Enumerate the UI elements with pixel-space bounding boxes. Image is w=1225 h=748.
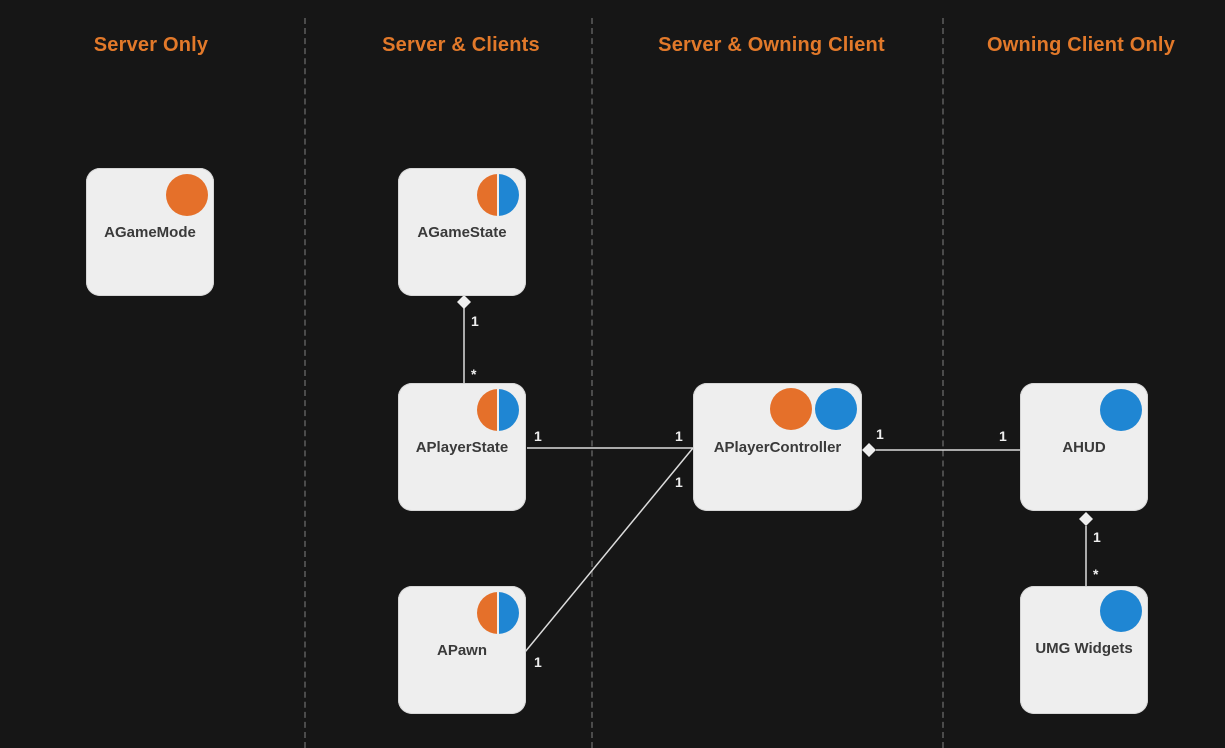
node-label: AGameMode — [104, 224, 196, 241]
node-label: UMG Widgets — [1035, 640, 1133, 657]
client-replication-dot — [1100, 389, 1142, 431]
node-label: APawn — [436, 642, 487, 659]
multiplicity-label: 1 — [999, 428, 1007, 444]
client-replication-dot — [815, 388, 857, 430]
aggregation-diamond — [457, 295, 471, 309]
node-aplayerstate: APlayerState — [398, 383, 526, 511]
node-aplayercontroller: APlayerController — [693, 383, 862, 511]
server-client-replication-dot — [477, 592, 519, 634]
node-label: APlayerState — [415, 439, 509, 456]
multiplicity-label: * — [471, 366, 477, 382]
connector-pawn-controller — [524, 447, 694, 653]
multiplicity-label: 1 — [471, 313, 479, 329]
column-divider — [304, 18, 306, 748]
multiplicity-label: 1 — [534, 428, 542, 444]
column-divider — [591, 18, 593, 748]
node-agamestate: AGameState — [398, 168, 526, 296]
server-replication-dot — [770, 388, 812, 430]
multiplicity-label: 1 — [675, 474, 683, 490]
aggregation-diamond — [862, 443, 876, 457]
client-replication-dot — [1100, 590, 1142, 632]
server-client-replication-dot — [477, 389, 519, 431]
multiplicity-label: 1 — [1093, 529, 1101, 545]
server-replication-dot — [166, 174, 208, 216]
multiplicity-label: * — [1093, 566, 1099, 582]
column-title-server-and-owning-client: Server & Owning Client — [658, 34, 885, 56]
node-umg-widgets: UMG Widgets — [1020, 586, 1148, 714]
node-label: APlayerController — [713, 439, 842, 456]
multiplicity-label: 1 — [876, 426, 884, 442]
multiplicity-label: 1 — [675, 428, 683, 444]
column-title-server-only: Server Only — [93, 34, 209, 56]
multiplicity-label: 1 — [534, 654, 542, 670]
node-apawn: APawn — [398, 586, 526, 714]
node-ahud: AHUD — [1020, 383, 1148, 511]
node-label: AGameState — [417, 224, 507, 241]
server-client-replication-dot — [477, 174, 519, 216]
column-title-server-and-clients: Server & Clients — [382, 34, 540, 56]
aggregation-diamond — [1079, 512, 1093, 526]
node-agamemode: AGameMode — [86, 168, 214, 296]
node-label: AHUD — [1062, 439, 1106, 456]
column-title-owning-client-only: Owning Client Only — [986, 34, 1176, 56]
column-divider — [942, 18, 944, 748]
